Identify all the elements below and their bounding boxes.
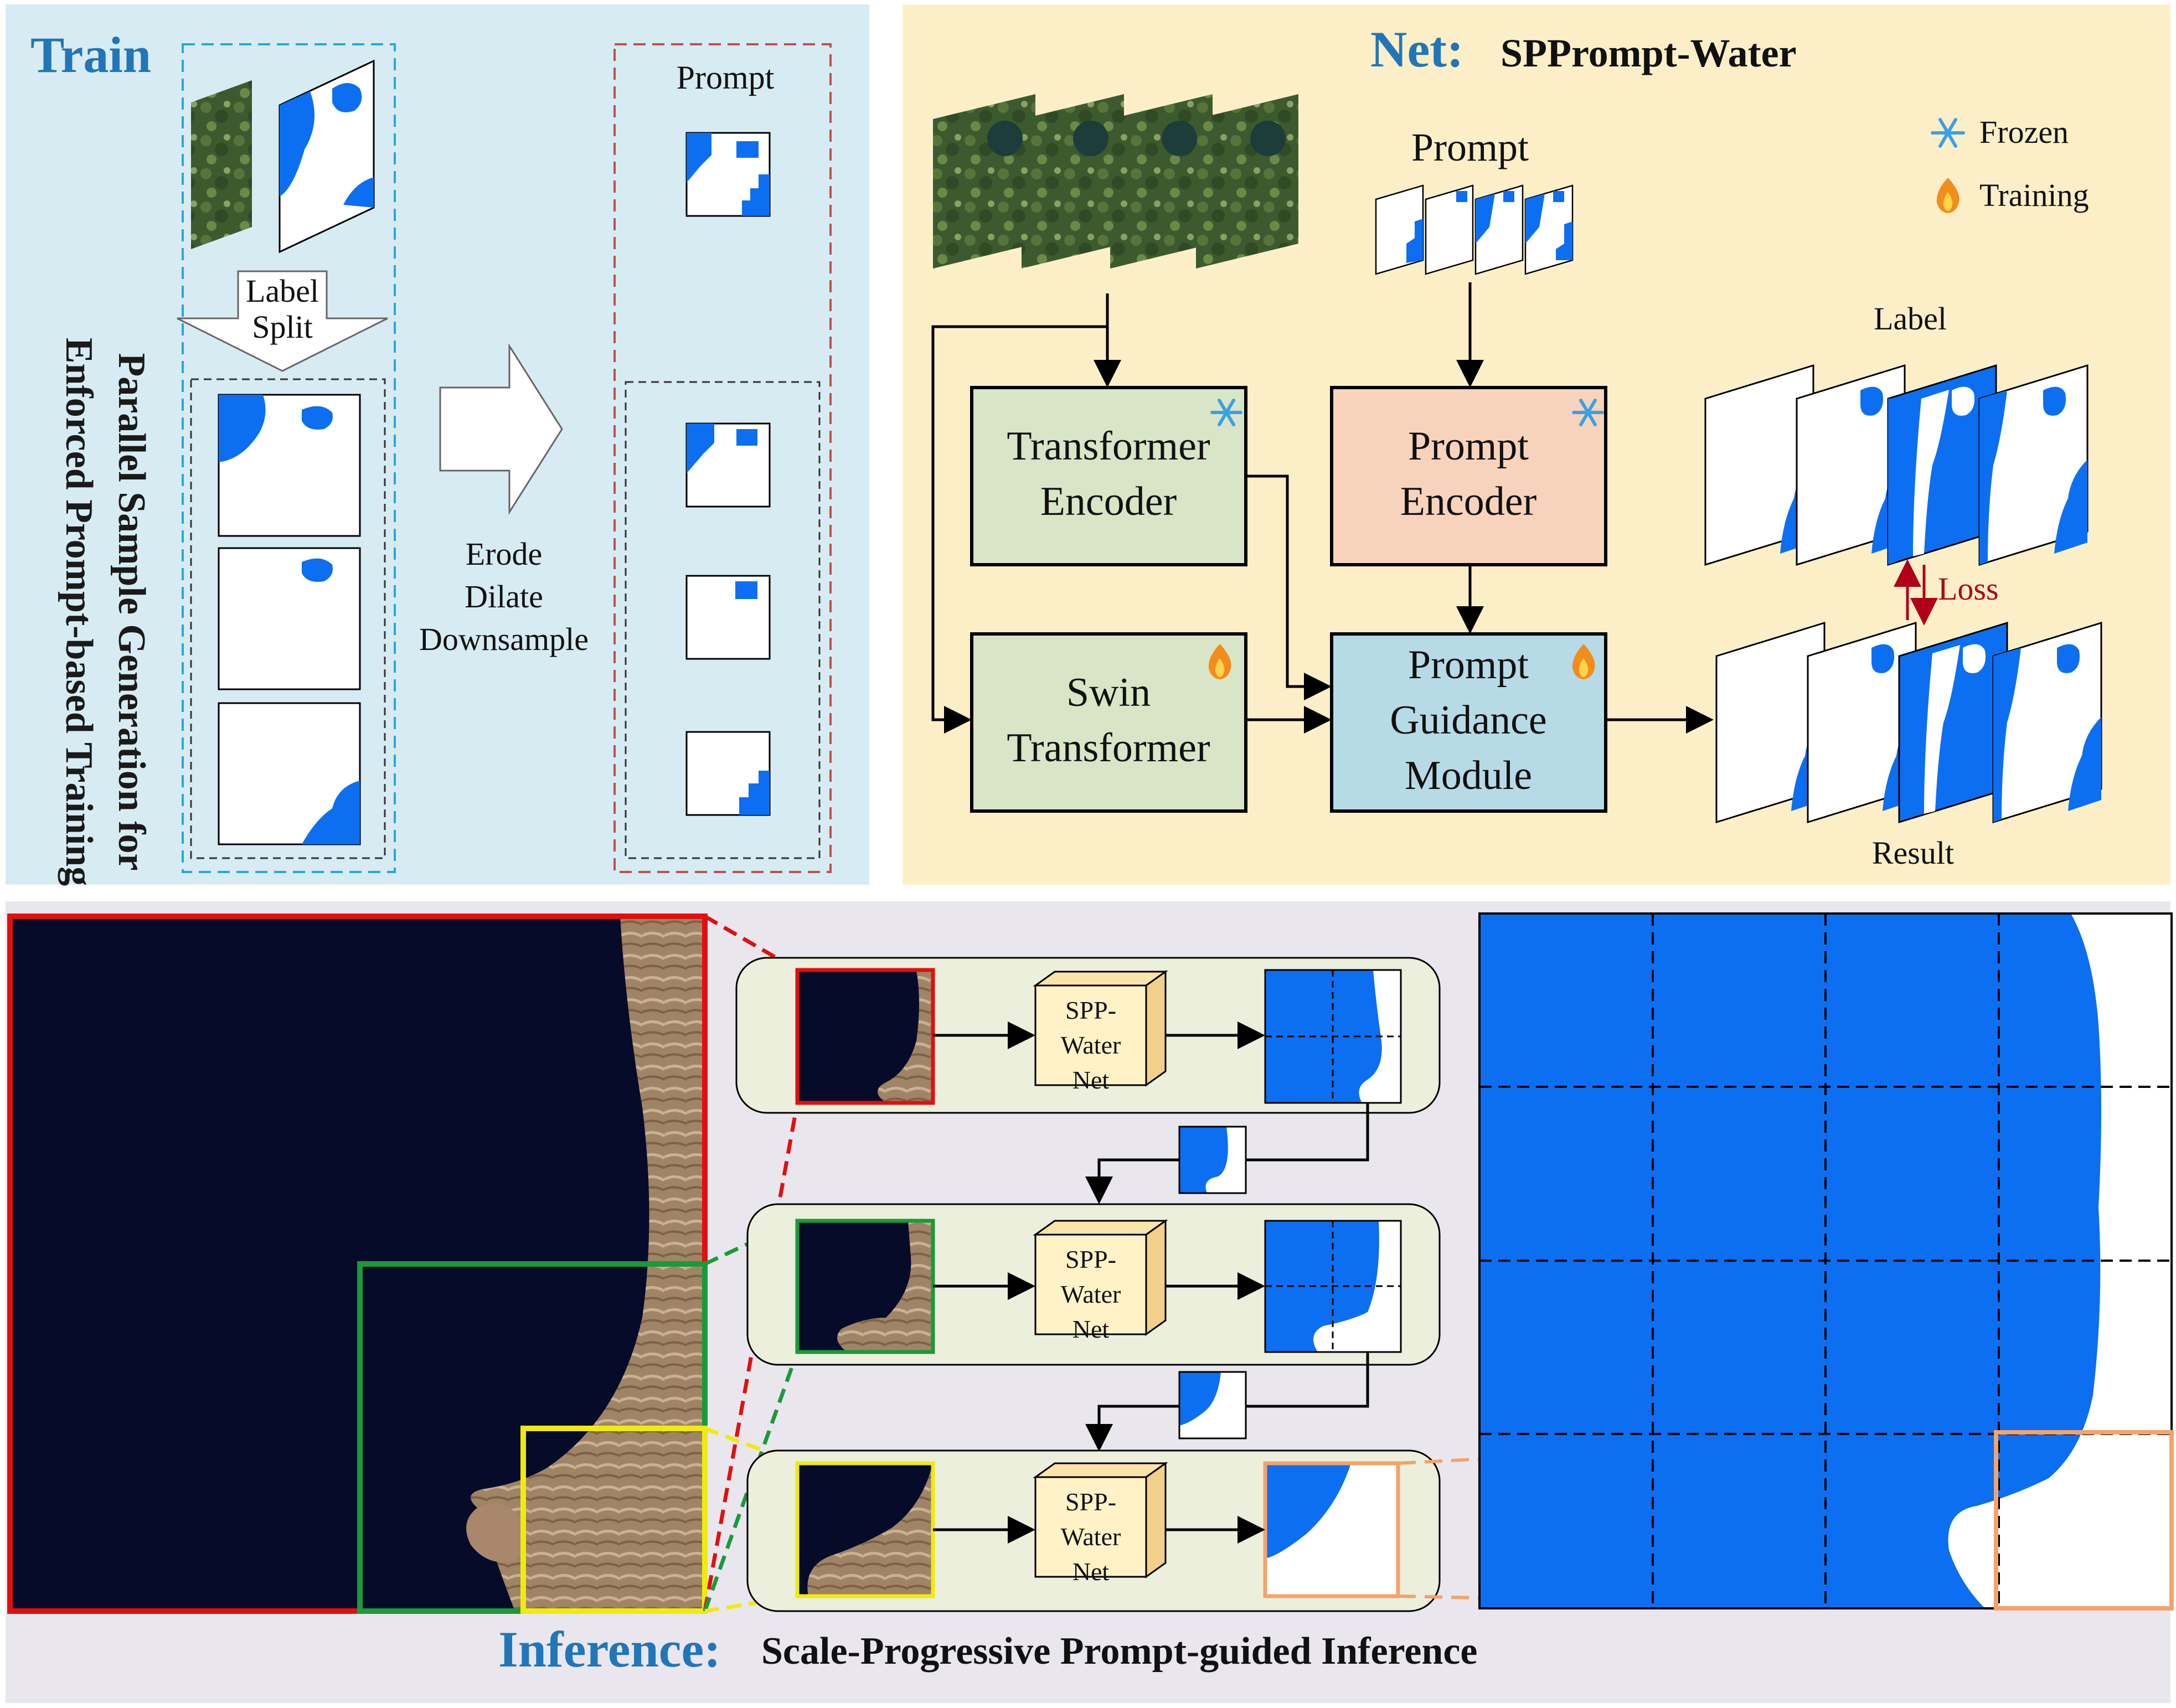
s2-net-line2: Water xyxy=(1061,1280,1121,1308)
split-label-1-lake xyxy=(302,406,333,430)
stage-2-crop xyxy=(795,1219,935,1354)
pg-training-icon xyxy=(1572,644,1595,679)
split-label-2 xyxy=(218,547,361,690)
s3-net-line3: Net xyxy=(1072,1557,1110,1586)
net-label-text: Label xyxy=(1874,301,1947,337)
train-prompt-label: Prompt xyxy=(677,59,775,96)
snowflake-icon xyxy=(1931,118,1965,148)
s1-net-line1: SPP- xyxy=(1065,996,1116,1024)
transformer-encoder-box xyxy=(970,386,1247,566)
label-split-text1: Label xyxy=(246,273,319,309)
split-label-3-water xyxy=(302,781,360,844)
label-split-arrow xyxy=(177,270,388,372)
net-name: SPPrompt-Water xyxy=(1500,31,1797,75)
op-erode: Erode xyxy=(466,536,543,572)
net-prompt-label: Prompt xyxy=(1411,125,1529,169)
result-stack xyxy=(1715,621,2102,824)
intermediate-prompt-1 xyxy=(1178,1126,1247,1194)
loss-text: Loss xyxy=(1938,571,1999,607)
loss-arrows xyxy=(1894,559,1938,626)
inference-arrows xyxy=(933,1021,1369,1544)
s3-net-line2: Water xyxy=(1061,1523,1121,1551)
label-split-text2: Split xyxy=(252,309,313,345)
s2-net-line1: SPP- xyxy=(1065,1245,1116,1273)
pg-line2: Guidance xyxy=(1390,698,1547,743)
split-label-2-lake xyxy=(302,558,333,582)
stage-1-net: SPP- Water Net xyxy=(1033,970,1168,1094)
sw-line2: Transformer xyxy=(1007,725,1210,771)
stage-2-net: SPP- Water Net xyxy=(1033,1219,1168,1343)
legend-frozen: Frozen xyxy=(1979,114,2069,150)
sw-training-icon xyxy=(1208,644,1231,679)
sw-line1: Swin xyxy=(1066,670,1151,715)
stage-3-net: SPP- Water Net xyxy=(1033,1462,1168,1586)
prompt-3-shore xyxy=(739,771,770,815)
stage-3-output xyxy=(1263,1461,1400,1598)
stage-1-output xyxy=(1264,969,1402,1104)
intermediate-prompt-2 xyxy=(1178,1371,1247,1439)
prompt-split-box xyxy=(625,381,821,859)
s1-net-line2: Water xyxy=(1061,1031,1121,1059)
op-dilate: Dilate xyxy=(465,579,543,615)
train-label-water xyxy=(280,91,314,197)
te-line2: Encoder xyxy=(1040,479,1177,524)
pe-line1: Prompt xyxy=(1408,424,1529,469)
train-side-line1: Parallel Sample Generation for xyxy=(110,353,153,870)
te-frozen-icon xyxy=(1210,399,1242,426)
inference-title: Inference: xyxy=(498,1621,721,1678)
prompt-combined-lake xyxy=(736,141,759,158)
pg-line1: Prompt xyxy=(1408,642,1529,688)
net-arrows xyxy=(931,282,1714,734)
split-labels-box xyxy=(190,378,386,859)
train-label-lake xyxy=(332,83,362,112)
train-image-group-box xyxy=(182,43,396,873)
prompt-guidance-box xyxy=(1330,632,1607,813)
legend-training: Training xyxy=(1979,177,2089,213)
split-label-1-water xyxy=(219,395,266,462)
prompt-1-water xyxy=(687,424,714,473)
inference-satellite-image xyxy=(7,914,708,1614)
train-side-line2: Enforced Prompt-based Training xyxy=(58,338,100,886)
op-downsample: Downsample xyxy=(419,621,589,657)
te-line1: Transformer xyxy=(1007,424,1210,469)
prompt-group-box xyxy=(613,43,832,873)
prompt-1-lake xyxy=(736,429,757,446)
stage-1-crop xyxy=(795,968,935,1105)
pg-line3: Module xyxy=(1405,753,1532,798)
prompt-stack xyxy=(1375,184,1574,275)
inference-output-mask xyxy=(1478,912,2174,1611)
pe-frozen-icon xyxy=(1572,399,1604,426)
prompt-2-lake xyxy=(735,581,757,599)
s2-net-line3: Net xyxy=(1072,1315,1110,1343)
s3-net-line1: SPP- xyxy=(1065,1488,1116,1516)
net-title: Net: xyxy=(1370,21,1464,78)
train-aerial-image xyxy=(191,80,252,249)
train-side-title: Parallel Sample Generation for Enforced … xyxy=(58,338,153,886)
inference-subtitle: Scale-Progressive Prompt-guided Inferenc… xyxy=(761,1630,1478,1673)
flame-icon xyxy=(1936,178,1960,213)
label-stack xyxy=(1704,364,2089,566)
train-title: Train xyxy=(30,27,151,83)
net-result-text: Result xyxy=(1872,835,1954,871)
stage-2-output xyxy=(1264,1220,1402,1353)
train-label-shore xyxy=(343,177,374,208)
s1-net-line3: Net xyxy=(1072,1066,1110,1094)
stage-3-crop xyxy=(795,1461,935,1598)
prompt-combined-water xyxy=(687,133,711,183)
input-image-stack xyxy=(933,94,1298,269)
prompt-combined-shore xyxy=(742,174,770,216)
swin-transformer-box xyxy=(970,632,1247,813)
transform-arrow xyxy=(439,343,563,515)
pe-line2: Encoder xyxy=(1400,479,1537,524)
prompt-encoder-box xyxy=(1330,386,1607,566)
